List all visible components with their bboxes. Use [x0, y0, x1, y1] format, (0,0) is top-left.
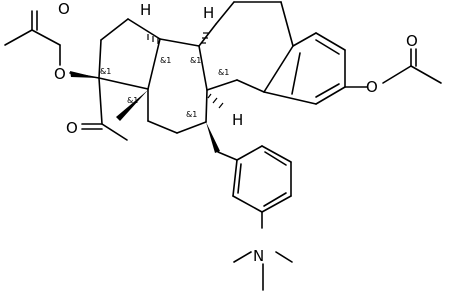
- atom-label-o-acetyl: O: [66, 119, 78, 137]
- methyl-wedge-bond: [116, 90, 148, 121]
- hash-bond-c8-h: [201, 32, 209, 44]
- stereo-label-c8: &1: [190, 56, 201, 65]
- atom-label-h-c9: H: [232, 111, 243, 129]
- atom-label-n: N: [253, 247, 264, 265]
- atom-label-o-carbonyl-left: O: [58, 0, 70, 18]
- acetate-group-right: [344, 48, 442, 88]
- ring-b: [198, 1, 294, 93]
- acetyl-group: [81, 77, 128, 141]
- ring-d: [98, 18, 161, 90]
- acetate-group-left: [4, 10, 100, 79]
- stereo-label-c9: &1: [218, 68, 229, 77]
- hash-bond-c14-h: [147, 34, 159, 44]
- atom-label-o-ester-left: O: [54, 65, 66, 83]
- atom-label-h-c14: H: [140, 1, 151, 19]
- atom-label-o-carbonyl-right: O: [406, 32, 418, 50]
- stereo-label-c11: &1: [186, 110, 197, 119]
- aryl-wedge-bond: [206, 122, 220, 153]
- dimethylamino-group: [233, 251, 293, 291]
- atom-label-h-c8: H: [203, 4, 214, 22]
- dimethylaminophenyl-ring: [217, 145, 292, 229]
- oxygen-wedge-bond: [70, 71, 99, 78]
- ring-a: [263, 32, 346, 105]
- stereo-label-c14: &1: [160, 56, 171, 65]
- stereo-label-c13: &1: [127, 96, 138, 105]
- hash-bond-c9-h: [207, 93, 224, 109]
- stereo-label-c17: &1: [100, 67, 111, 76]
- atom-label-o-ester-right: O: [366, 78, 378, 96]
- ring-c: [147, 38, 208, 134]
